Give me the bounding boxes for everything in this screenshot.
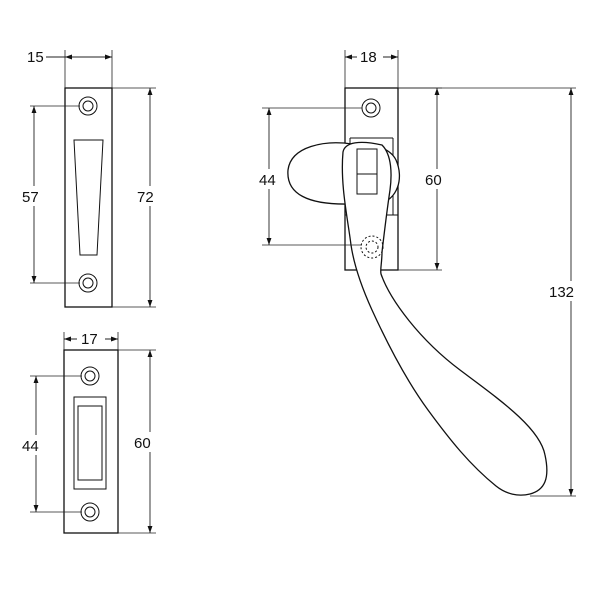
fastener-width-label: 18 (360, 49, 377, 66)
keep-small-plate (64, 87, 113, 308)
keep-small: 15 57 72 (18, 49, 167, 308)
fastener-overall-height-label: 132 (549, 284, 574, 301)
fastener-hole-to-pivot-label: 44 (259, 172, 276, 189)
keep-large-height-dimension: 60 (118, 349, 166, 534)
fastener-latch-slot (356, 148, 378, 195)
keep-small-width-dimension: 15 (27, 49, 113, 88)
keep-large-plate (63, 349, 119, 534)
fastener-plate-height-dimension: 60 (398, 87, 455, 271)
fastener-hole-to-pivot-dimension: 44 (254, 107, 362, 246)
keep-large-height-label: 60 (134, 435, 151, 452)
keep-large-width-dimension: 17 (63, 328, 119, 350)
fastener-overall-height-dimension: 132 (398, 87, 591, 497)
fastener-width-dimension: 18 (344, 46, 399, 88)
fastener: 18 44 60 132 (254, 46, 591, 497)
keep-large-width-label: 17 (81, 331, 98, 348)
fastener-handle-arm (341, 141, 548, 496)
keep-small-width-label: 15 (27, 49, 44, 66)
keep-large-hole-spacing-label: 44 (22, 438, 39, 455)
keep-small-hole-spacing-label: 57 (22, 189, 39, 206)
keep-large-slot (73, 396, 107, 490)
fastener-pivot (360, 235, 384, 259)
keep-large: 17 44 60 (20, 328, 166, 534)
keep-large-hole-spacing-dimension: 44 (20, 375, 82, 513)
keep-small-height-dimension: 72 (112, 87, 167, 308)
keep-small-hole-spacing-dimension: 57 (18, 105, 80, 284)
keep-small-slot (73, 139, 104, 256)
fastener-plate-height-label: 60 (425, 172, 442, 189)
keep-small-height-label: 72 (137, 189, 154, 206)
